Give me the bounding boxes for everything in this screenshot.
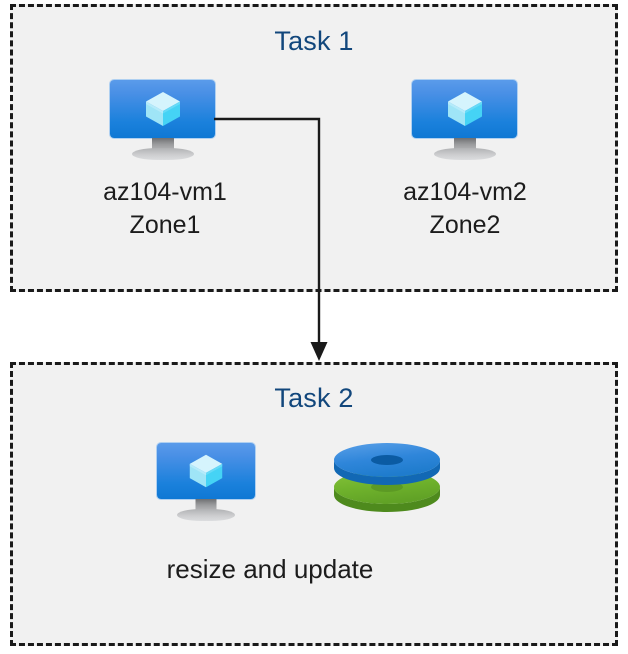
virtual-machine-icon-vm1: [110, 80, 215, 160]
virtual-machine-icon-task2: [157, 443, 255, 521]
cube-glyph: [145, 92, 180, 126]
monitor-screen: [157, 443, 255, 499]
cube-glyph: [447, 92, 482, 126]
vm1-label: az104-vm1 Zone1: [103, 178, 227, 239]
monitor-base: [433, 148, 496, 160]
monitor-screen: [412, 80, 517, 138]
cube-glyph: [189, 454, 223, 488]
disk-top-blue: [334, 443, 440, 485]
task-2-container: [10, 362, 618, 646]
monitor-stand: [195, 499, 217, 512]
task-1-title: Task 1: [274, 26, 354, 56]
vm2-label: az104-vm2 Zone2: [403, 178, 527, 239]
virtual-machine-icon-vm2: [412, 80, 517, 160]
task-2-title: Task 2: [274, 383, 354, 413]
task-2-caption: resize and update: [166, 554, 374, 584]
monitor-screen: [110, 80, 215, 138]
monitor-base: [177, 509, 235, 521]
monitor-base: [131, 148, 194, 160]
managed-disks-icon: [334, 443, 440, 512]
